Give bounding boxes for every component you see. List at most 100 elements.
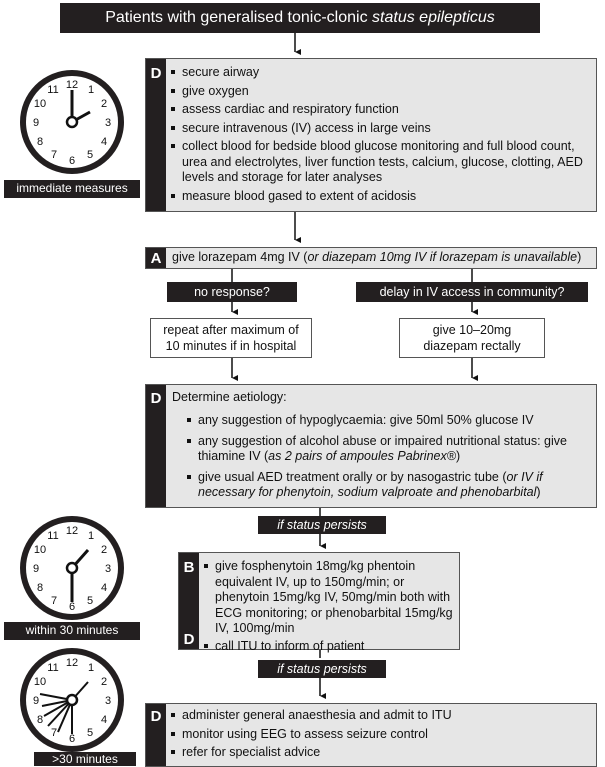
lorazepam-box: A give lorazepam 4mg IV (or diazepam 10m… (145, 247, 597, 269)
box-sidebar (146, 59, 166, 211)
page-title: Patients with generalised tonic-clonic s… (60, 3, 540, 33)
clock-num: 9 (33, 563, 39, 575)
clock-num: 1 (88, 84, 94, 96)
no-response-label: no response? (167, 282, 297, 302)
clock-num: 12 (66, 79, 78, 91)
clock-num: 6 (69, 155, 75, 167)
clock-icon: 12 1 2 3 4 5 6 7 8 9 10 11 (20, 648, 124, 752)
badge-d: D (146, 388, 166, 408)
clock-caption: >30 minutes (34, 752, 136, 766)
list-item: refer for specialist advice (170, 745, 590, 761)
clock-over-30min: 12 1 2 3 4 5 6 7 8 9 10 11 (18, 646, 126, 754)
persists-text: if status persists (277, 518, 367, 532)
clock-num: 8 (37, 136, 43, 148)
list-item: any suggestion of hypoglycaemia: give 50… (186, 413, 590, 429)
delay-iv-label: delay in IV access in community? (356, 282, 588, 302)
clock-num: 4 (101, 582, 107, 594)
lorazepam-alt: or diazepam 10mg IV if lorazepam is unav… (307, 250, 578, 264)
persists-label: if status persists (258, 516, 386, 534)
persists-text: if status persists (277, 662, 367, 676)
item-text: give usual AED treatment orally or by na… (198, 469, 507, 484)
clock-caption: within 30 minutes (4, 622, 140, 640)
step-immediate-box: D secure airway give oxygen assess cardi… (145, 58, 597, 212)
anaesthesia-list: administer general anaesthesia and admit… (170, 708, 590, 764)
clock-num: 11 (47, 530, 58, 542)
clock-num: 12 (66, 657, 78, 669)
item-text: any suggestion of alcohol abuse or impai… (198, 433, 567, 464)
clock-num: 6 (69, 733, 75, 745)
list-item: secure airway (170, 65, 590, 81)
clock-num: 2 (101, 98, 107, 110)
item-text: any suggestion of hypoglycaemia: give 50… (198, 413, 534, 427)
list-item: assess cardiac and respiratory function (170, 102, 590, 118)
aetiology-heading: Determine aetiology: (172, 390, 287, 404)
item-italic: or IV if necessary for phenytoin, sodium… (198, 469, 543, 500)
repeat-box: repeat after maximum of 10 minutes if in… (150, 318, 312, 358)
clock-num: 7 (51, 727, 57, 739)
fosphenytoin-list: give fosphenytoin 18mg/kg phentoin equiv… (203, 559, 453, 657)
clock-num: 5 (87, 595, 93, 607)
list-item: call ITU to inform of patient (203, 639, 453, 655)
clock-immediate: 12 1 2 3 4 5 6 7 8 9 10 11 (18, 68, 126, 176)
list-item: give fosphenytoin 18mg/kg phentoin equiv… (203, 559, 453, 637)
clock-num: 6 (69, 601, 75, 613)
clock-num: 5 (87, 727, 93, 739)
clock-num: 10 (34, 544, 46, 556)
clock-num: 3 (105, 695, 111, 707)
clock-num: 11 (47, 84, 58, 96)
rectal-diazepam-box: give 10–20mg diazepam rectally (399, 318, 545, 358)
list-item: measure blood gased to extent of acidosi… (170, 189, 590, 205)
clock-num: 7 (51, 595, 57, 607)
list-item: secure intravenous (IV) access in large … (170, 121, 590, 137)
clock-num: 4 (101, 136, 107, 148)
lorazepam-main: give lorazepam 4mg IV ( (172, 250, 308, 264)
badge-d: D (146, 706, 166, 726)
clock-num: 12 (66, 525, 78, 537)
clock-num: 5 (87, 149, 93, 161)
clock-num: 10 (34, 98, 46, 110)
clock-num: 1 (88, 530, 94, 542)
lorazepam-close: ) (577, 250, 582, 264)
clock-num: 2 (101, 544, 107, 556)
clock-num: 9 (33, 117, 39, 129)
badge-a: A (146, 248, 166, 268)
list-item: monitor using EEG to assess seizure cont… (170, 727, 590, 743)
list-item: give usual AED treatment orally or by na… (186, 470, 590, 501)
box-sidebar (146, 385, 166, 507)
badge-b: B (179, 557, 199, 577)
clock-num: 8 (37, 714, 43, 726)
immediate-list: secure airway give oxygen assess cardiac… (170, 65, 590, 207)
list-item: give oxygen (170, 84, 590, 100)
clock-num: 2 (101, 676, 107, 688)
clock-num: 4 (101, 714, 107, 726)
item-close: ) (455, 449, 461, 463)
aetiology-box: D Determine aetiology: any suggestion of… (145, 384, 597, 508)
clock-num: 3 (105, 563, 111, 575)
clock-num: 3 (105, 117, 111, 129)
clock-num: 7 (51, 149, 57, 161)
box-sidebar (179, 553, 199, 649)
clock-caption: immediate measures (4, 180, 140, 198)
clock-num: 11 (47, 662, 58, 674)
clock-num: 1 (88, 662, 94, 674)
badge-d: D (179, 629, 199, 649)
lorazepam-text: give lorazepam 4mg IV (or diazepam 10mg … (172, 250, 596, 264)
clock-num: 8 (37, 582, 43, 594)
item-close: ) (536, 485, 541, 499)
list-item: collect blood for bedside blood glucose … (170, 139, 590, 186)
item-italic: as 2 pairs of ampoules Pabrinex® (268, 449, 456, 463)
clock-num: 9 (33, 695, 39, 707)
persists-label: if status persists (258, 660, 386, 678)
clock-num: 10 (34, 676, 46, 688)
clock-icon: 12 1 2 3 4 5 6 7 8 9 10 11 (20, 516, 124, 620)
clock-icon: 12 1 2 3 4 5 6 7 8 9 10 11 (20, 70, 124, 174)
clock-30min: 12 1 2 3 4 5 6 7 8 9 10 11 (18, 514, 126, 622)
aetiology-list: any suggestion of hypoglycaemia: give 50… (186, 413, 590, 504)
fosphenytoin-box: B D give fosphenytoin 18mg/kg phentoin e… (178, 552, 460, 653)
badge-d: D (146, 63, 166, 83)
title-text: Patients with generalised tonic-clonic (105, 9, 373, 26)
list-item: administer general anaesthesia and admit… (170, 708, 590, 724)
title-italic: status epilepticus (372, 9, 495, 26)
list-item: any suggestion of alcohol abuse or impai… (186, 434, 590, 465)
